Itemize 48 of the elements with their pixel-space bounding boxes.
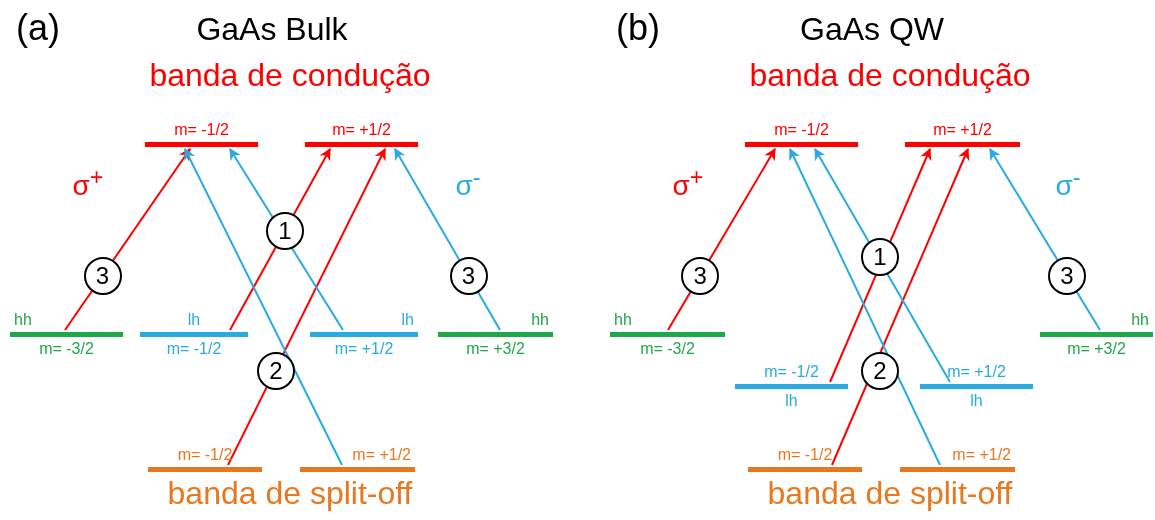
- level-label: m= +1/2: [933, 121, 992, 139]
- band-title: banda de split-off: [767, 476, 1013, 512]
- level-label: m= -1/2: [764, 363, 819, 381]
- level-label: lh: [187, 311, 201, 329]
- polarization-label: σ$^{-}$: [1055, 165, 1081, 203]
- arrow: [227, 147, 386, 466]
- level-label: hh: [1131, 311, 1149, 329]
- arrow: [184, 147, 343, 466]
- circled-number: 2: [861, 352, 899, 390]
- arrow: [831, 147, 970, 466]
- arrow: [789, 147, 941, 466]
- polarization-label: σ$^{+}$: [72, 165, 104, 203]
- level-label: lh: [785, 392, 798, 410]
- band-title: banda de condução: [149, 58, 431, 94]
- level-label: m= +3/2: [1067, 340, 1126, 358]
- level-label: m= -3/2: [640, 340, 695, 358]
- level-label: m= -1/2: [774, 121, 829, 139]
- level-label: hh: [14, 311, 32, 329]
- level-label: m= -1/2: [777, 446, 833, 464]
- band-title: GaAs Bulk: [196, 12, 348, 48]
- band-title: banda de condução: [749, 58, 1031, 94]
- circled-number: 3: [1048, 256, 1086, 295]
- panel-label: (b): [616, 8, 660, 48]
- level-label: m= -1/2: [177, 446, 233, 464]
- level-label: m= +1/2: [334, 340, 394, 358]
- level-label: m= -3/2: [39, 340, 94, 358]
- circled-number: 3: [681, 256, 720, 295]
- polarization-label: σ$^{+}$: [672, 165, 704, 203]
- level-label: m= +1/2: [947, 363, 1006, 381]
- circled-number: 3: [449, 256, 488, 295]
- level-label: m= -1/2: [166, 340, 222, 358]
- band-title: GaAs QW: [800, 12, 944, 48]
- panel-label: (a): [16, 8, 60, 48]
- level-label: lh: [970, 392, 983, 410]
- band-title: banda de split-off: [167, 476, 413, 512]
- circled-number: 2: [257, 352, 295, 390]
- level-label: m= +1/2: [332, 121, 391, 139]
- level-label: m= +1/2: [352, 446, 411, 464]
- circled-number: 1: [266, 212, 304, 250]
- circled-number: 1: [861, 238, 899, 276]
- circled-number: 3: [83, 256, 122, 295]
- level-label: hh: [531, 311, 549, 329]
- level-label: m= -1/2: [174, 121, 229, 139]
- level-label: hh: [614, 311, 632, 329]
- level-label: m= +3/2: [466, 340, 525, 358]
- polarization-label: σ$^{-}$: [455, 165, 481, 203]
- level-label: lh: [401, 311, 414, 329]
- level-label: m= +1/2: [952, 446, 1011, 464]
